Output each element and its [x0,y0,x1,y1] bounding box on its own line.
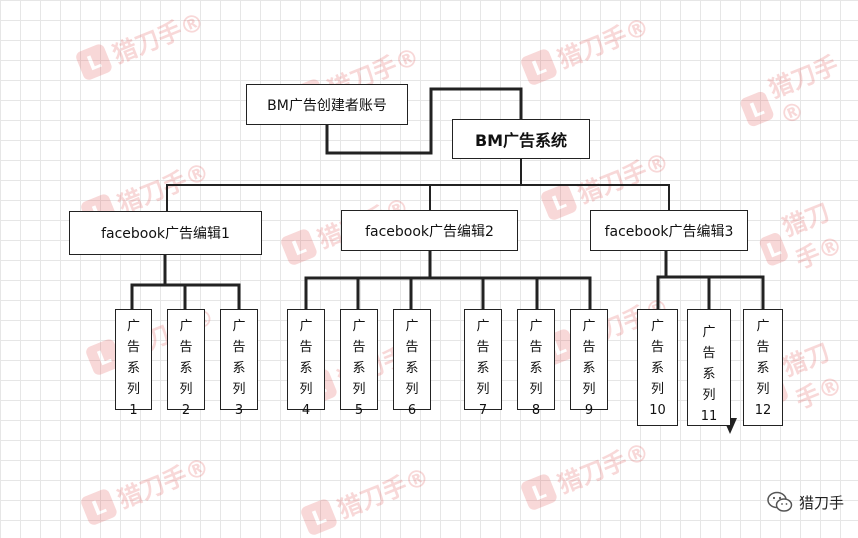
series-box-12: 广告系列 12 [743,309,783,426]
bm-creator-account-label: BM广告创建者账号 [267,97,387,114]
series-char: 列 [179,382,193,397]
series-box-2: 广告系列 2 [167,309,205,418]
series-char: 告 [352,340,366,355]
wechat-badge: 猎刀手 [767,491,844,513]
series-char: 列 [405,382,419,397]
series-char: 列 [756,382,770,397]
series-number: 9 [584,403,594,418]
series-char: 系 [702,367,716,382]
series-char: 广 [582,319,596,334]
series-number: 7 [478,403,488,418]
series-char: 列 [702,388,716,403]
series-number: 4 [301,403,311,418]
series-char: 列 [232,382,246,397]
series-box-6: 广告系列 6 [393,309,431,418]
series-char: 系 [650,361,664,376]
series-char: 广 [179,319,193,334]
series-char: 系 [179,361,193,376]
series-char: 告 [582,340,596,355]
series-char: 系 [232,361,246,376]
connector-creator-root [325,87,523,155]
series-box-1: 广告系列 1 [115,309,152,418]
series-char: 告 [179,340,193,355]
series-number: 12 [754,403,772,418]
series-char: 广 [529,319,543,334]
editor-box-1: facebook广告编辑1 [69,211,262,255]
series-box-4: 广告系列 4 [287,309,325,418]
series-char: 广 [405,319,419,334]
series-char: 系 [476,361,490,376]
series-char: 告 [405,340,419,355]
account-name: 猎刀手 [798,493,844,512]
series-char: 列 [529,382,543,397]
series-char: 告 [650,340,664,355]
editor-label-3: facebook广告编辑3 [604,223,734,240]
series-char: 广 [232,319,246,334]
editor-box-2: facebook广告编辑2 [341,210,518,251]
series-char: 系 [756,361,770,376]
series-char: 广 [299,319,313,334]
series-char: 系 [299,361,313,376]
series-char: 系 [529,361,543,376]
series-char: 广 [756,319,770,334]
series-char: 列 [299,382,313,397]
bm-ad-system-box: BM广告系统 [452,119,590,159]
series-number: 2 [181,403,191,418]
series-char: 告 [529,340,543,355]
series-char: 告 [702,346,716,361]
series-char: 告 [476,340,490,355]
bm-creator-account-box: BM广告创建者账号 [246,84,408,125]
series-char: 系 [405,361,419,376]
series-box-10: 广告系列 10 [637,309,678,426]
series-number: 5 [354,403,364,418]
series-number: 8 [531,403,541,418]
series-box-7: 广告系列 7 [464,309,502,418]
bm-ad-system-label: BM广告系统 [474,131,568,150]
series-box-11: 广告系列 11 [687,309,731,426]
series-box-5: 广告系列 5 [340,309,378,418]
series-char: 广 [702,325,716,340]
series-char: 列 [582,382,596,397]
series-char: 系 [126,361,140,376]
series-char: 广 [352,319,366,334]
series-char: 列 [352,382,366,397]
series-char: 告 [232,340,246,355]
series-char: 系 [582,361,596,376]
series-char: 列 [476,382,490,397]
series-number: 10 [649,403,666,418]
series-number: 3 [234,403,244,418]
series-number: 6 [407,403,417,418]
editor-box-3: facebook广告编辑3 [590,210,748,251]
editor-label-1: facebook广告编辑1 [101,226,230,242]
series-char: 广 [650,319,664,334]
series-char: 广 [126,319,140,334]
series-char: 告 [299,340,313,355]
series-char: 列 [650,382,664,397]
series-char: 广 [476,319,490,334]
series-number: 11 [700,409,718,424]
series-char: 告 [126,340,140,355]
series-box-9: 广告系列 9 [570,309,608,418]
series-char: 列 [126,382,140,397]
series-char: 系 [352,361,366,376]
series-number: 1 [129,403,138,418]
editor-label-2: facebook广告编辑2 [365,223,494,240]
series-char: 告 [756,340,770,355]
series-box-3: 广告系列 3 [220,309,258,418]
wechat-icon [767,491,793,512]
series-box-8: 广告系列 8 [517,309,555,418]
